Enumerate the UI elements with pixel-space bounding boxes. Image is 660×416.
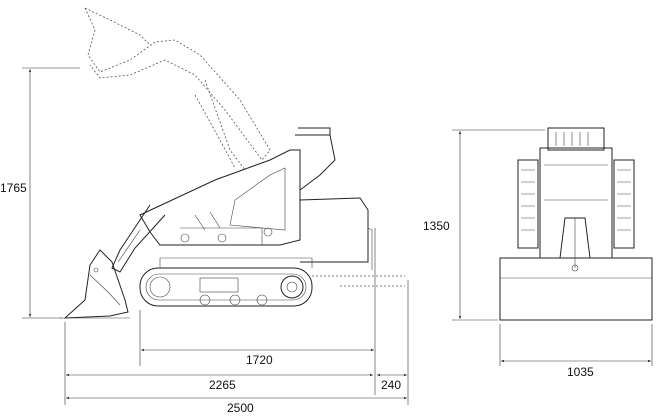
raised-arm-outline: [84, 7, 271, 171]
dimension-lines: [22, 67, 653, 405]
dim-track-length: 1720: [246, 353, 273, 367]
dim-length-to-rear: 2265: [209, 378, 236, 392]
side-view: [60, 7, 405, 319]
lift-arm: [111, 204, 166, 273]
dim-machine-height: 1350: [423, 219, 450, 233]
front-view: [499, 127, 653, 321]
bucket: [63, 249, 129, 319]
dim-overall-length: 2500: [227, 401, 254, 415]
machine-body: [139, 127, 373, 270]
blade: [499, 257, 653, 321]
dimension-labels: 1765 1350 1720 2265 240 2500 1035: [0, 181, 594, 415]
dim-rear-overhang: 240: [381, 378, 401, 392]
dim-overall-height: 1765: [0, 181, 27, 195]
dim-overall-width: 1035: [567, 365, 594, 379]
track-assembly: [139, 257, 405, 307]
